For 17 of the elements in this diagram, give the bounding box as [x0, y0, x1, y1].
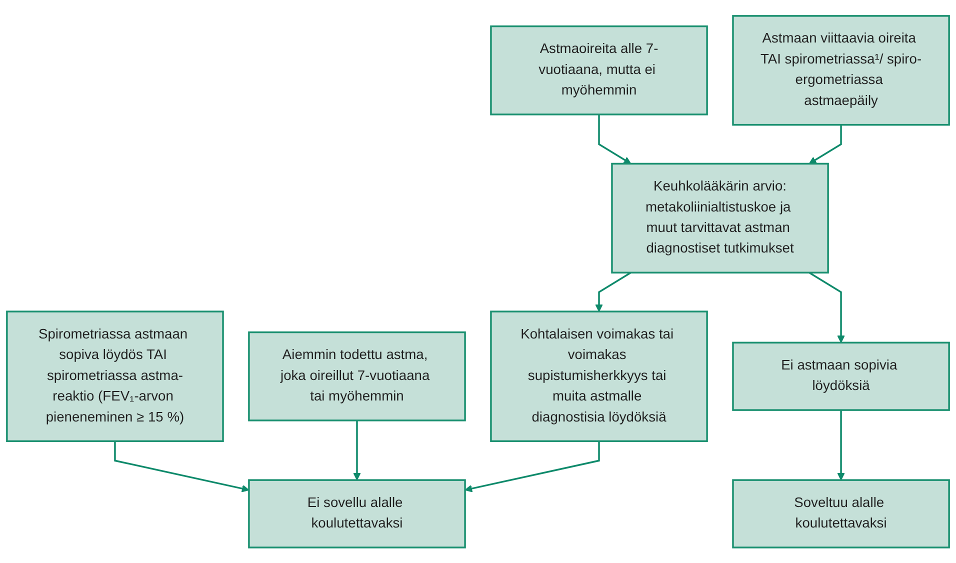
- arrow: [808, 124, 842, 164]
- node-box: Spirometriassa astmaan sopiva löydös TAI spirometriassa astma-reaktio (FEV₁-arvon pieneneminen ≥ 15 %): [6, 310, 224, 442]
- arrow: [808, 272, 845, 343]
- node-box: Astmaoireita alle 7-vuotiaana, mutta ei myöhemmin: [490, 25, 708, 116]
- node-box: Ei sovellu alalle koulutettavaksi: [248, 479, 466, 548]
- node-box: Soveltuu alalle koulutettavaksi: [732, 479, 950, 548]
- arrow: [595, 272, 632, 312]
- node-box: Keuhkolääkärin arvio: metakoliinialtistuskoe ja muut tarvittavat astman diagnostiset tutkimukset: [611, 162, 829, 274]
- node-box: Aiemmin todettu astma, joka oireillut 7-vuotiaana tai myöhemmin: [248, 331, 466, 422]
- arrow: [598, 114, 632, 164]
- arrow: [837, 410, 845, 480]
- node-box: Astmaan viittaavia oireita TAI spirometriassa¹/ spiro-ergometriassa astmaepäily: [732, 14, 950, 126]
- arrow: [114, 440, 250, 492]
- node-box: Ei astmaan sopivia löydöksiä: [732, 342, 950, 411]
- arrow: [353, 420, 361, 480]
- arrow: [464, 440, 600, 492]
- node-box: Kohtalaisen voimakas tai voimakas supistumisherkkyys tai muita astmalle diagnostisia löydöksiä: [490, 310, 708, 442]
